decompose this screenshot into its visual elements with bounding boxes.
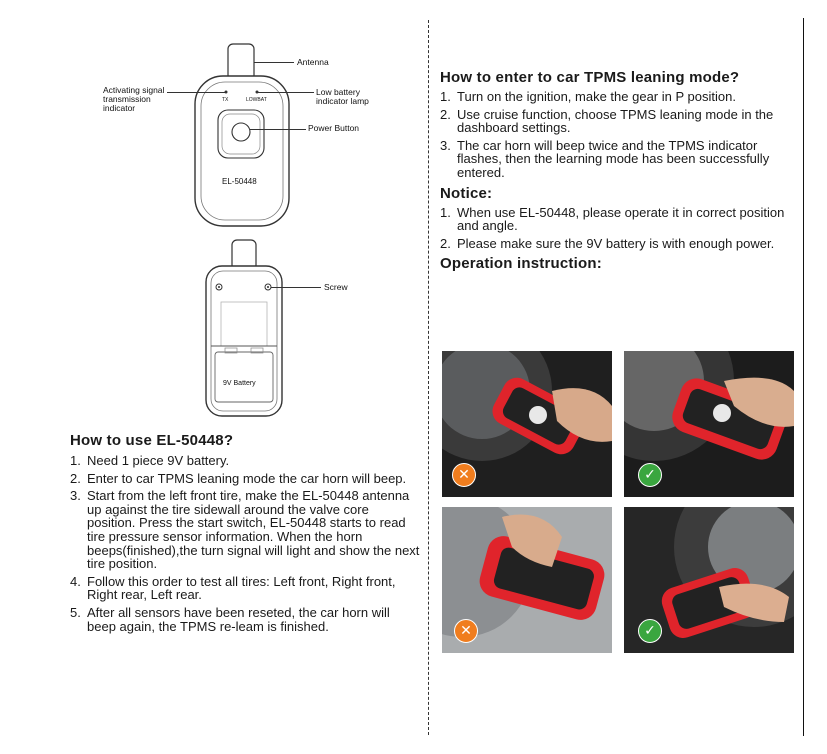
list-item: 1.Turn on the ignition, make the gear in…: [440, 89, 736, 104]
operation-photo-wrong-side: ✕: [442, 507, 612, 653]
list-item: 2.Please make sure the 9V battery is wit…: [440, 235, 775, 251]
correct-badge: ✓: [638, 619, 662, 643]
screw-label: Screw: [324, 282, 348, 292]
activating-indicator-label: Activating signal transmission indicator: [103, 85, 165, 113]
photo-illustration: [624, 507, 794, 653]
operation-photos: ✕ ✓ ✕: [442, 351, 794, 653]
activating-leader: [167, 92, 225, 93]
device-front-drawing: [194, 43, 290, 417]
list-item: 1.When use EL-50448, please operate it i…: [440, 204, 785, 234]
device-battery-label: 9V Battery: [223, 380, 256, 387]
operation-title: Operation instruction:: [440, 255, 602, 273]
notice-title: Notice:: [440, 184, 493, 202]
antenna-label: Antenna: [297, 57, 329, 67]
low-battery-label: Low battery indicator lamp: [316, 87, 369, 106]
operation-photo-correct-front: ✓: [624, 351, 794, 497]
enter-mode-title: How to enter to car TPMS leaning mode?: [440, 69, 740, 86]
correct-badge: ✓: [638, 463, 662, 487]
list-item: 4.Follow this order to test all tires: L…: [70, 573, 396, 603]
how-to-use-title: How to use EL-50448?: [70, 432, 234, 449]
list-item: 5.After all sensors have been reseted, t…: [70, 604, 390, 634]
list-item: 2.Enter to car TPMS leaning mode the car…: [70, 470, 407, 486]
screw-leader: [271, 287, 321, 288]
column-divider: [428, 20, 429, 735]
page-edge-line: [803, 18, 804, 736]
list-item: 1.Need 1 piece 9V battery.: [70, 453, 230, 468]
notice-list: 1.When use EL-50448, please operate it i…: [440, 204, 792, 251]
right-column: How to enter to car TPMS leaning mode? 1…: [440, 70, 792, 276]
power-button-leader: [250, 129, 306, 130]
wrong-badge: ✕: [454, 619, 478, 643]
operation-photo-correct-side: ✓: [624, 507, 794, 653]
device-model-label: EL-50448: [222, 177, 257, 186]
how-to-use-section: How to use EL-50448? 1.Need 1 piece 9V b…: [70, 433, 420, 637]
operation-photo-wrong-front: ✕: [442, 351, 612, 497]
photo-illustration: [442, 351, 612, 497]
device-diagram: TX LOWBAT EL-50448 9V Battery Antenna Ac…: [95, 40, 415, 430]
how-to-use-list: 1.Need 1 piece 9V battery. 2.Enter to ca…: [70, 454, 420, 633]
device-lowbat-label: LOWBAT: [246, 97, 267, 103]
list-item: 3.Start from the left front tire, make t…: [70, 488, 420, 572]
antenna-leader: [254, 62, 294, 63]
wrong-badge: ✕: [452, 463, 476, 487]
power-button-label: Power Button: [308, 123, 360, 133]
list-item: 3.The car horn will beep twice and the T…: [440, 137, 770, 180]
low-battery-leader: [258, 92, 314, 93]
list-item: 2.Use cruise function, choose TPMS leani…: [440, 106, 774, 136]
enter-mode-list: 1.Turn on the ignition, make the gear in…: [440, 90, 792, 180]
device-tx-label: TX: [222, 97, 229, 103]
